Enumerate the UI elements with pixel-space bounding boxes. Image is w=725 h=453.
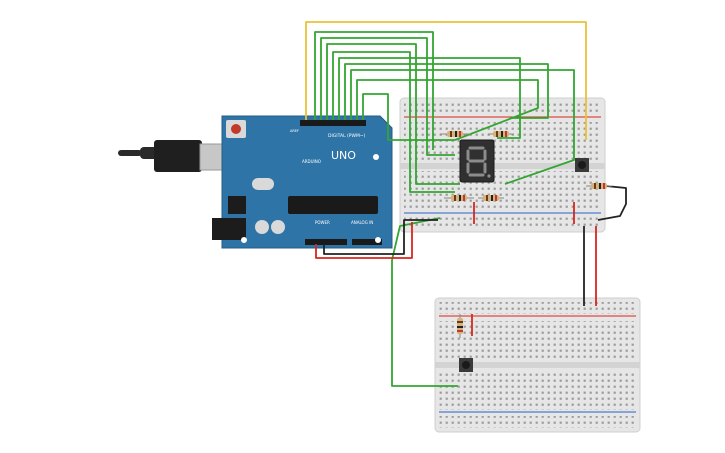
resistor-5: [586, 183, 612, 189]
usb-cable: [118, 140, 225, 172]
resistors: [440, 131, 612, 338]
resistor-3: [444, 195, 474, 201]
wire-black-bridge: [597, 185, 627, 221]
wire-green-7: [350, 69, 575, 185]
breadboard-bottom: [434, 297, 641, 433]
brand-label: ARDUINO: [302, 159, 321, 164]
resistor-6: [457, 314, 463, 338]
digital-header-label: DIGITAL (PWM~): [328, 133, 366, 139]
wire-green-3: [326, 43, 460, 185]
resistor-2: [488, 131, 514, 137]
power-header-label: POWER: [315, 220, 330, 225]
aref-label: AREF: [290, 129, 299, 133]
resistor-4: [478, 195, 504, 201]
resistor-1: [440, 131, 470, 137]
wire-green-4: [332, 51, 455, 193]
wire-green-6: [344, 63, 549, 120]
wire-yellow: [305, 21, 587, 140]
wire-green-2: [320, 37, 455, 156]
wire-green-8: [356, 79, 539, 141]
power-wires: [315, 185, 627, 336]
seven-segment-display: [459, 139, 495, 183]
wire-red-5v: [315, 222, 413, 259]
pushbutton-top: [575, 158, 589, 172]
pushbutton-bottom: [459, 358, 473, 372]
wire-green-1: [314, 31, 434, 150]
wire-green-5: [338, 57, 521, 139]
arduino-uno-board: DIGITAL (PWM~) UNO ARDUINO POWER ANALOG …: [212, 115, 393, 249]
wire-green-9: [362, 93, 455, 141]
analog-header-label: ANALOG IN: [351, 220, 373, 225]
wire-black-gnd: [323, 219, 438, 255]
board-model-label: UNO: [331, 149, 356, 162]
wire-green-button: [391, 260, 458, 387]
